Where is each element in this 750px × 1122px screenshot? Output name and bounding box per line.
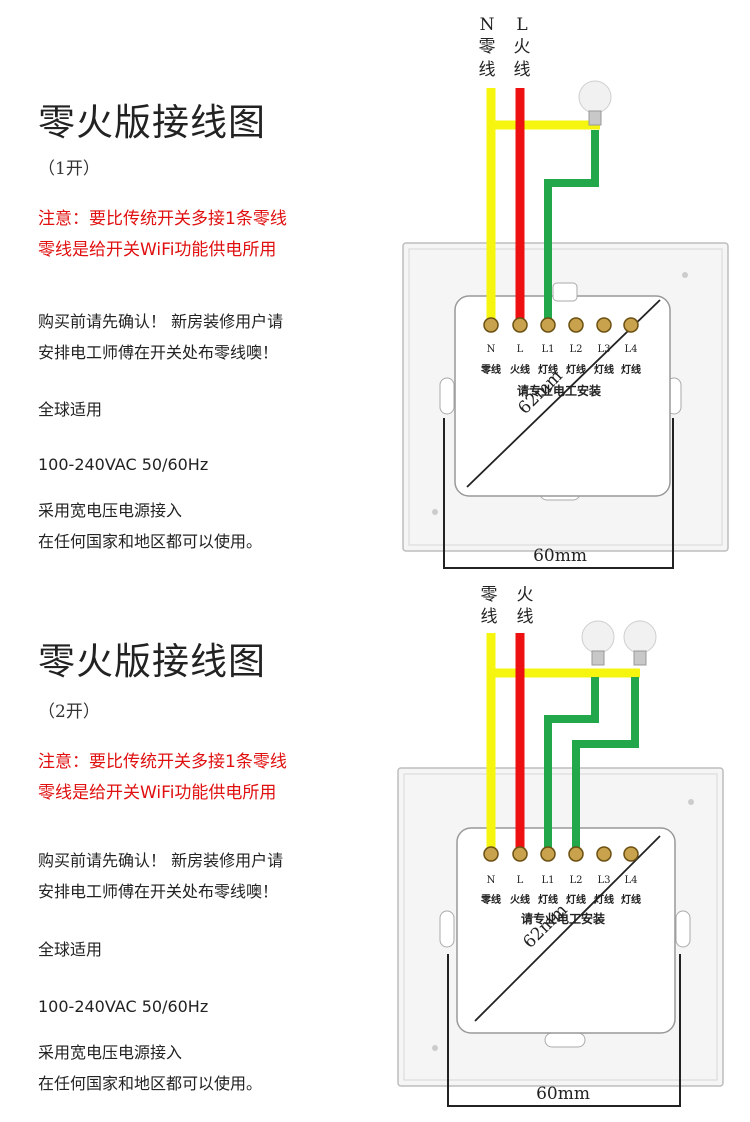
wire-l-letter: L [516, 15, 527, 35]
power-text: 采用宽电压电源接入 在任何国家和地区都可以使用。 [38, 495, 262, 557]
terminal-name-l3: 灯线 [594, 363, 614, 376]
warning-text: 注意：要比传统开关多接1条零线 零线是给开关WiFi功能供电所用 [38, 204, 287, 266]
width-dimension-label: 60mm [533, 546, 587, 566]
diagonal-dimension-line [474, 835, 661, 1022]
power-line-1: 采用宽电压电源接入 [38, 501, 183, 520]
terminal-name-l: 火线 [510, 363, 530, 376]
wire-n-name-2: 线 [481, 607, 498, 627]
lamp-wire-l2 [572, 677, 639, 854]
bulb-icon [578, 80, 612, 126]
power-line-2: 在任何国家和地区都可以使用。 [38, 1074, 263, 1093]
warning-line-1: 注意：要比传统开关多接1条零线 [38, 209, 287, 229]
terminal-name-l4: 灯线 [621, 363, 641, 376]
section-1-gang: 零火版接线图 （1开） 注意：要比传统开关多接1条零线 零线是给开关WiFi功能… [38, 0, 745, 569]
plate-inner-border [403, 773, 718, 1081]
wire-n-name-1: 零 [481, 585, 498, 605]
width-dimension-bracket [443, 418, 674, 569]
terminal-screws [483, 846, 639, 862]
confirm-text: 购买前请先确认！ 新房装修用户请 安排电工师傅在开关处布零线噢！ [38, 306, 283, 368]
wire-n-name-1: 零 [479, 37, 496, 57]
screw-hole-bottom [432, 509, 438, 515]
lamp-wire-l1 [544, 130, 599, 325]
gang-subtitle: （2开） [38, 702, 100, 722]
warning-line-1: 注意：要比传统开关多接1条零线 [38, 752, 287, 772]
confirm-line-2: 安排电工师傅在开关处布零线噢！ [38, 882, 279, 901]
warning-line-2: 零线是给开关WiFi功能供电所用 [38, 783, 277, 803]
mount-slot-right [675, 910, 691, 948]
bulb-icon [581, 620, 615, 666]
terminal-name-l2: 灯线 [566, 893, 586, 906]
voltage-text: 100-240VAC 50/60Hz [38, 997, 209, 1016]
wire-n-letter: N [480, 15, 495, 35]
terminal-name-l4: 灯线 [621, 893, 641, 906]
terminal-code-l2: L2 [569, 344, 582, 355]
section-2-gang: 零火版接线图 （2开） 注意：要比传统开关多接1条零线 零线是给开关WiFi功能… [0, 561, 750, 1122]
terminal-code-l3: L3 [597, 344, 610, 355]
gang-subtitle: （1开） [38, 159, 100, 179]
confirm-text: 购买前请先确认！ 新房装修用户请 安排电工师傅在开关处布零线噢！ [38, 845, 283, 907]
wiring-diagram-svg: 零 线 火 线 N L L1 L2 L3 L4 零线 火线 灯线 灯线 灯线 灯… [397, 585, 724, 1107]
wire-n-name-2: 线 [479, 60, 496, 80]
terminal-code-l2: L2 [569, 875, 582, 886]
install-note: 请专业电工安装 [521, 911, 605, 926]
voltage-text: 100-240VAC 50/60Hz [38, 455, 209, 474]
terminal-name-n: 零线 [480, 893, 501, 906]
terminal-screws [483, 317, 639, 333]
wiring-diagram-svg: N 零 线 L 火 线 N L L1 L2 L3 L4 零线 火线 灯线 灯线 … [402, 15, 729, 569]
confirm-line-2: 安排电工师傅在开关处布零线噢！ [38, 343, 279, 362]
global-use-text: 全球适用 [38, 400, 103, 419]
power-line-1: 采用宽电压电源接入 [38, 1043, 183, 1062]
mount-slot-left [439, 377, 455, 415]
terminal-name-l1: 灯线 [538, 893, 558, 906]
power-text: 采用宽电压电源接入 在任何国家和地区都可以使用。 [38, 1037, 262, 1099]
install-note: 请专业电工安装 [517, 383, 601, 398]
page-title: 零火版接线图 [38, 640, 266, 683]
plate-inner-border [408, 248, 723, 546]
page-title: 零火版接线图 [38, 101, 266, 144]
terminal-code-n: N [487, 344, 496, 355]
confirm-line-1: 购买前请先确认！ 新房装修用户请 [38, 312, 284, 331]
terminal-code-l4: L4 [624, 875, 637, 886]
terminal-code-l: L [517, 344, 524, 355]
terminal-code-l4: L4 [624, 344, 637, 355]
terminal-code-l1: L1 [541, 875, 554, 886]
confirm-line-1: 购买前请先确认！ 新房装修用户请 [38, 851, 284, 870]
terminal-name-l: 火线 [510, 893, 530, 906]
bulb-icon [623, 620, 657, 666]
wiring-diagram-1-gang: N 零 线 L 火 线 N L L1 L2 L3 L4 零线 火线 灯线 灯线 … [395, 0, 745, 569]
terminal-name-l2: 灯线 [566, 363, 586, 376]
lamp-wire-l1 [544, 677, 599, 854]
warning-text: 注意：要比传统开关多接1条零线 零线是给开关WiFi功能供电所用 [38, 747, 287, 809]
terminal-code-l3: L3 [597, 875, 610, 886]
power-line-2: 在任何国家和地区都可以使用。 [38, 532, 263, 551]
width-dimension-label: 60mm [536, 1084, 590, 1104]
wire-l-name-2: 线 [514, 60, 531, 80]
terminal-code-n: N [487, 875, 496, 886]
wire-l-name-1: 火 [514, 37, 531, 57]
terminal-name-l3: 灯线 [594, 893, 614, 906]
mount-slot-bottom [544, 1032, 586, 1048]
wiring-diagram-2-gang: 零 线 火 线 N L L1 L2 L3 L4 零线 火线 灯线 灯线 灯线 灯… [395, 561, 745, 1111]
wire-l-name-1: 火 [517, 585, 534, 605]
screw-hole-bottom [432, 1045, 438, 1051]
terminal-code-l: L [517, 875, 524, 886]
mount-slot-left [439, 910, 455, 948]
global-use-text: 全球适用 [38, 940, 103, 959]
terminal-name-l1: 灯线 [538, 363, 558, 376]
width-dimension-bracket [447, 954, 681, 1107]
screw-hole-top [688, 799, 694, 805]
warning-line-2: 零线是给开关WiFi功能供电所用 [38, 240, 277, 260]
box-top-notch [552, 282, 578, 302]
wire-l-name-2: 线 [517, 607, 534, 627]
screw-hole-top [682, 272, 688, 278]
terminal-code-l1: L1 [541, 344, 554, 355]
terminal-name-n: 零线 [480, 363, 501, 376]
